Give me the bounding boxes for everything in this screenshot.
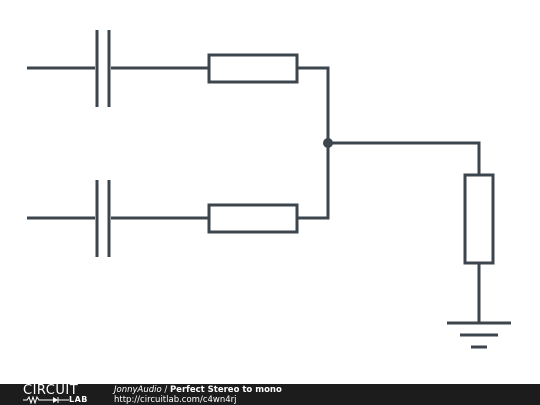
capacitor-bottom [95, 180, 111, 257]
circuit-title: Perfect Stereo to mono [169, 385, 282, 395]
circuitlab-logo[interactable]: CIRCUIT LAB [23, 384, 95, 405]
wire-bottom-to-node [297, 143, 330, 220]
wire-node-to-load [328, 141, 481, 175]
author-link[interactable]: JonnyAudio [114, 385, 162, 395]
ground-symbol [447, 321, 511, 349]
wire-top-to-node [297, 66, 330, 143]
credit-line: JonnyAudio / Perfect Stereo to mono [114, 385, 282, 395]
junction-node [323, 138, 333, 148]
logo-circuit-symbol-icon [23, 396, 69, 404]
credit-separator: / [161, 385, 170, 395]
logo-text-circuit: CIRCUIT [23, 383, 79, 398]
capacitor-top [95, 30, 111, 107]
circuit-schematic [27, 30, 511, 349]
resistor-load [463, 173, 495, 265]
resistor-top [207, 53, 299, 84]
resistor-bottom [207, 203, 299, 234]
logo-text-lab: LAB [69, 395, 88, 404]
footer-bar: CIRCUIT LAB JonnyAudio / Perfect Stereo … [0, 384, 540, 405]
circuit-url-link[interactable]: http://circuitlab.com/c4wn4rj [114, 395, 237, 405]
